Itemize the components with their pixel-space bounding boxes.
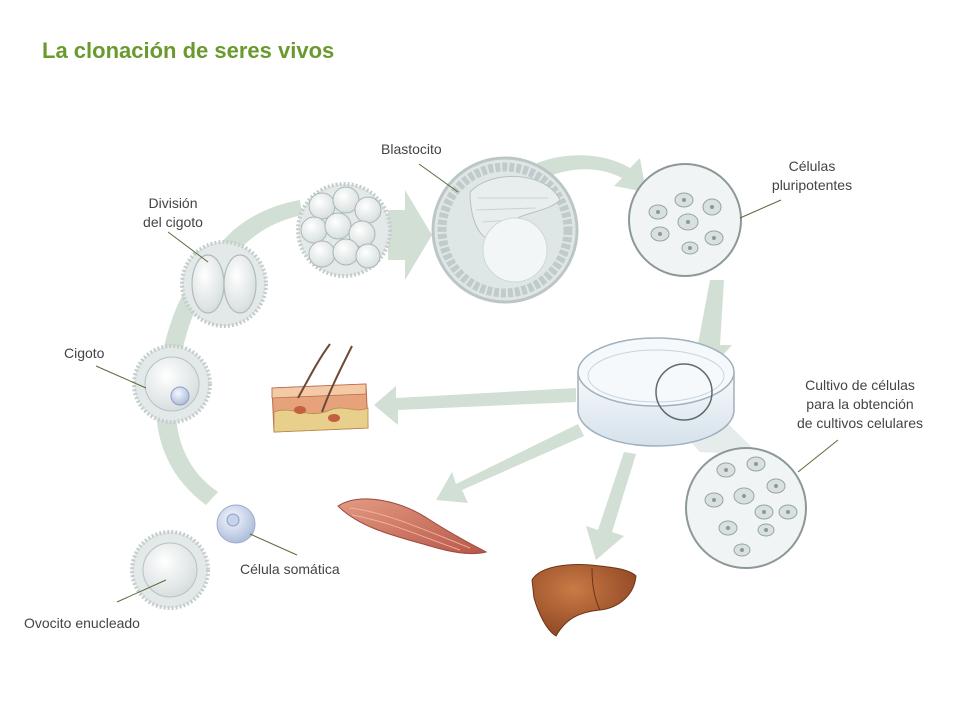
label-celula-somatica: Célula somática	[240, 561, 340, 577]
blastocito-cell	[431, 156, 579, 304]
leader-lines	[95, 163, 839, 603]
page-title: La clonación de seres vivos	[42, 38, 335, 63]
morula-cell	[296, 182, 392, 278]
arrow-division-morula	[222, 200, 302, 254]
label-division-cigoto-line2: del cigoto	[143, 214, 203, 230]
label-cultivo-celulas: Cultivo de células para la obtención de …	[782, 376, 938, 433]
culture-cells	[685, 447, 807, 569]
somatic-cell	[216, 504, 256, 544]
division-cell	[180, 240, 268, 328]
liver-organ	[531, 564, 637, 637]
label-celulas-pluripotentes: Células pluripotentes	[760, 157, 864, 195]
cigoto-cell	[132, 344, 212, 424]
label-ovocito-enucleado: Ovocito enucleado	[24, 615, 140, 631]
petri-dish	[577, 337, 735, 447]
label-blastocito: Blastocito	[381, 141, 442, 157]
arrow-blastocito-pluri	[515, 155, 646, 192]
label-cultivo-line2: para la obtención	[806, 396, 914, 412]
label-cultivo-line1: Cultivo de células	[805, 377, 915, 393]
label-division-cigoto-line1: División	[148, 195, 198, 211]
flow-arrows	[155, 155, 760, 560]
arrow-cycle-left	[155, 260, 222, 505]
label-celulas-pluripotentes-line1: Células	[788, 158, 836, 174]
label-division-cigoto: División del cigoto	[128, 194, 218, 232]
arrow-dish-muscle	[436, 424, 584, 503]
label-celulas-pluripotentes-line2: pluripotentes	[771, 177, 853, 193]
label-cigoto: Cigoto	[64, 345, 105, 361]
label-cultivo-line3: de cultivos celulares	[796, 415, 924, 431]
arrow-morula-blastocito	[388, 190, 432, 280]
pluripotent-cells	[628, 163, 742, 277]
muscle-tissue	[337, 498, 488, 555]
arrow-dish-skin	[374, 386, 576, 425]
ovocito-cell	[130, 530, 210, 610]
arrow-dish-liver	[586, 452, 636, 560]
skin-tissue	[271, 343, 369, 433]
